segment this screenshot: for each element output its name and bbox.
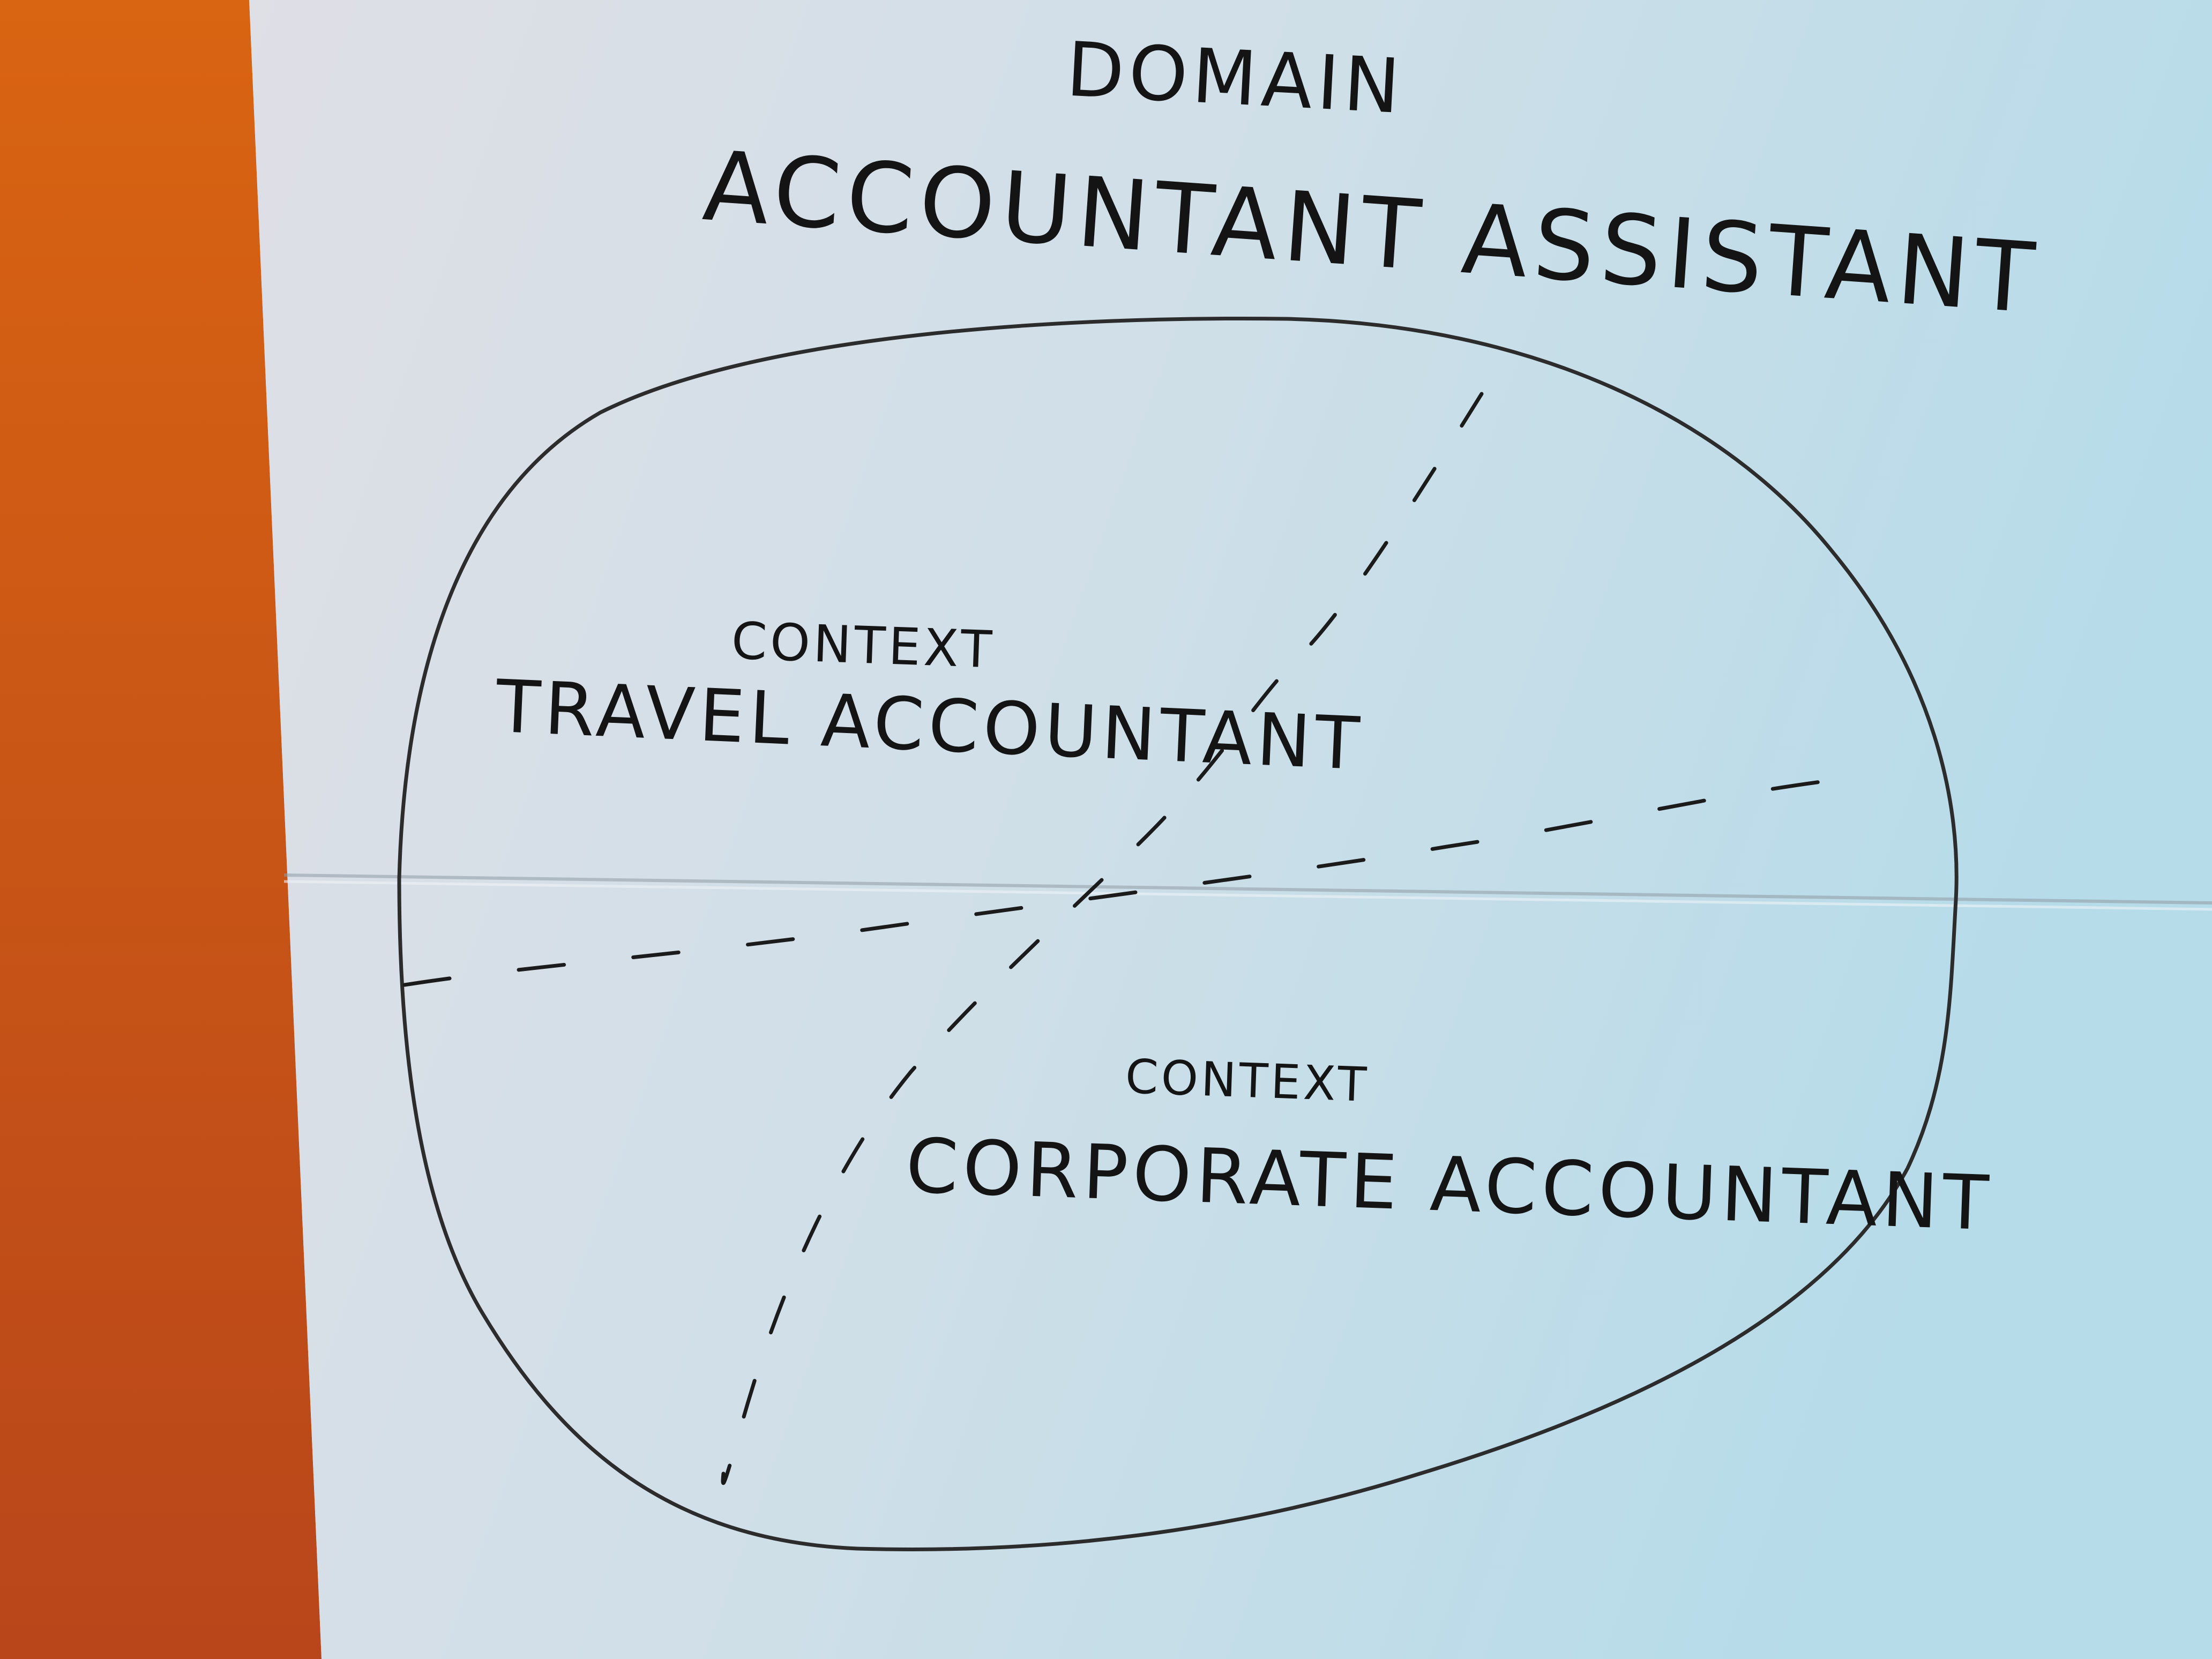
domain-boundary [397, 317, 1959, 1551]
domain-kicker-label: Domain [1064, 26, 1407, 131]
context-kicker-corporate: Context [1124, 1049, 1371, 1112]
context-split-diagonal [721, 392, 1484, 1485]
orange-wall [0, 0, 322, 1659]
paper-sheet [249, 0, 2212, 1659]
context-kicker-travel: Context [730, 611, 996, 680]
context-split-horizontal [402, 772, 1888, 987]
